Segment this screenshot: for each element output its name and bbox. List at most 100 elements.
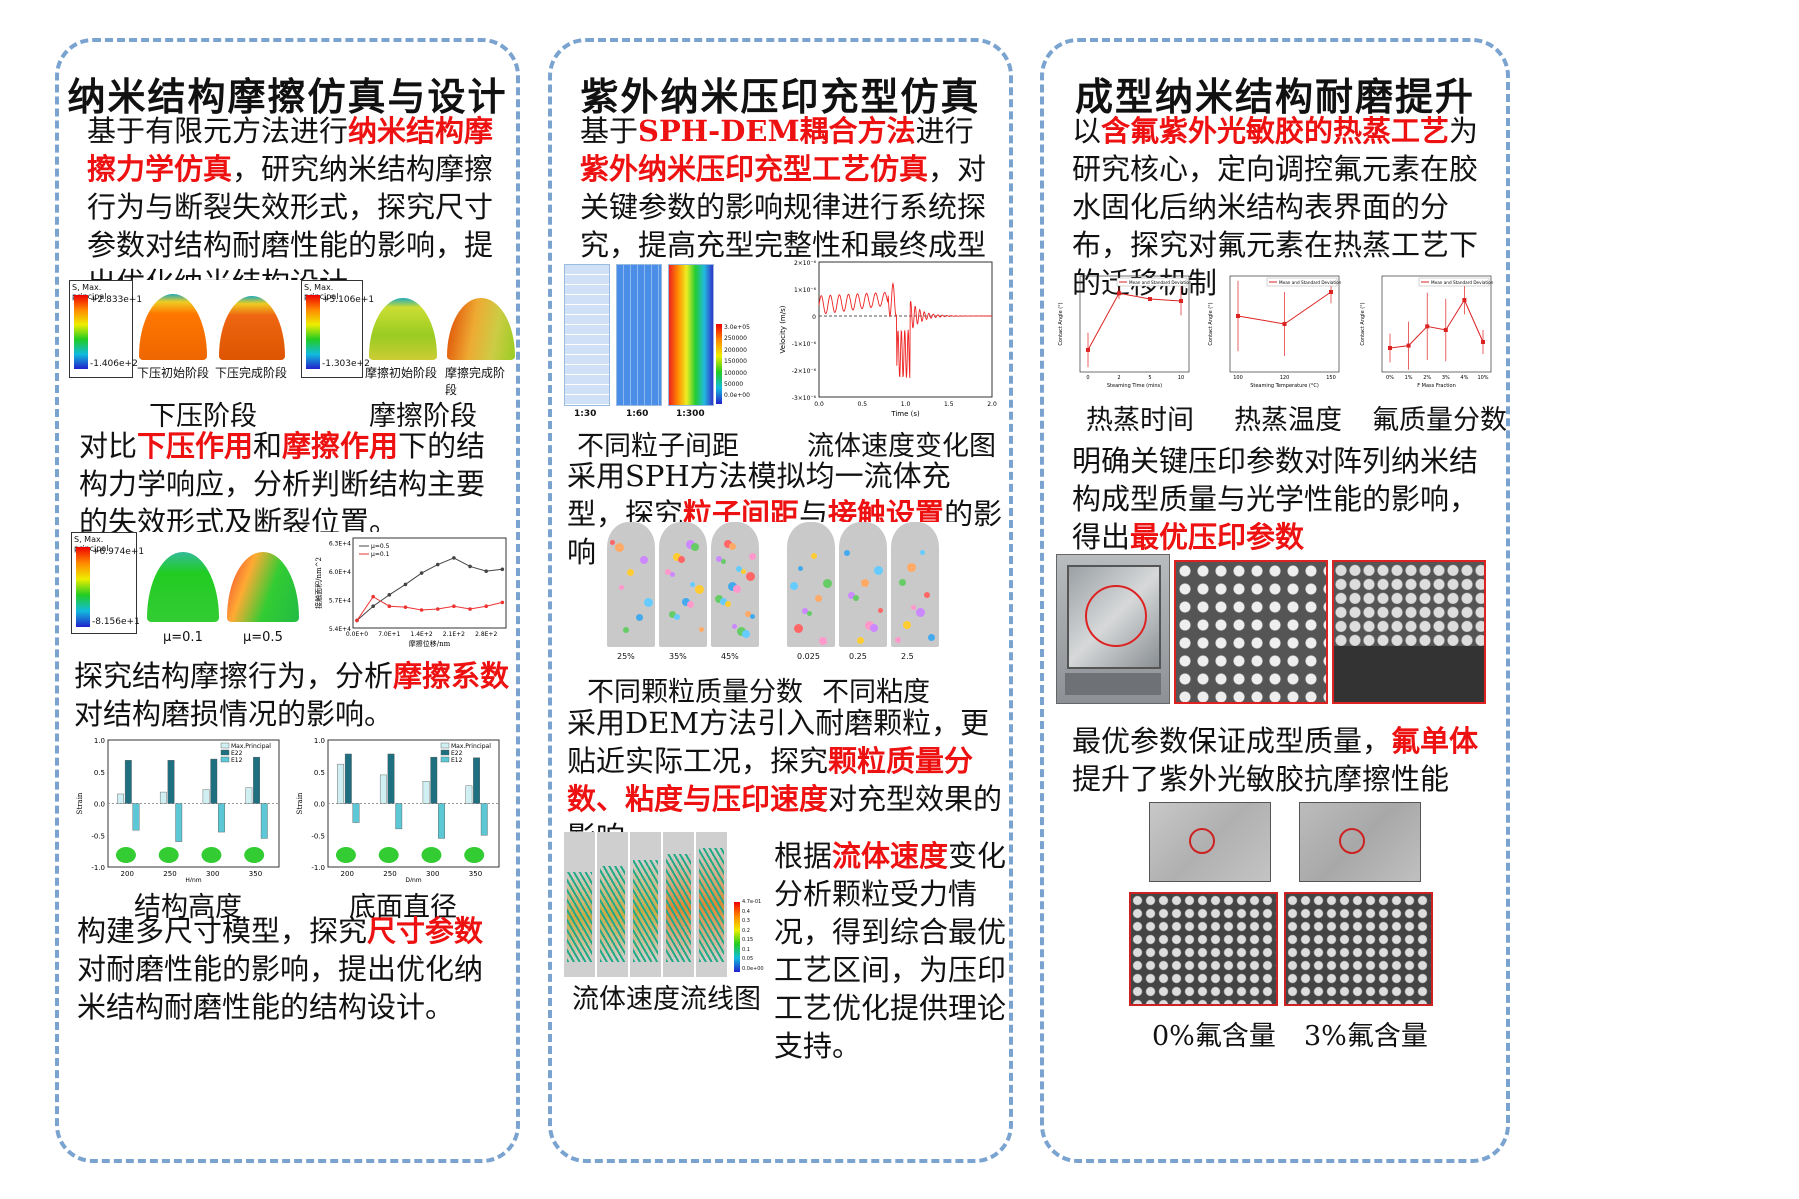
particle	[848, 592, 855, 599]
y-tick-label: 0	[812, 314, 816, 321]
particle	[729, 543, 736, 550]
strain-bar	[159, 791, 167, 804]
strain-bar	[422, 781, 430, 804]
data-point	[1462, 298, 1467, 302]
sem-topview	[1174, 560, 1328, 704]
data-point	[500, 567, 505, 572]
strain-bar	[465, 785, 473, 804]
panel-imprint-filling: 紫外纳米压印充型仿真 基于SPH-DEM耦合方法进行紫外纳米压印充型工艺仿真，对…	[548, 38, 1013, 1163]
x-tick-label: 0	[1086, 375, 1089, 381]
strain-bar	[395, 803, 403, 830]
sem-sideview	[1332, 560, 1486, 704]
data-point	[1406, 343, 1411, 348]
data-point	[1443, 328, 1448, 332]
dem-label: 45%	[721, 652, 739, 661]
y-tick-label: -3×10⁻⁶	[792, 395, 817, 402]
y-tick-label: 0.0	[314, 801, 325, 809]
plot-frame	[352, 537, 507, 629]
particle	[823, 579, 832, 588]
particle	[802, 608, 808, 614]
x-tick-label: 1.4E+2	[411, 631, 433, 638]
caption-steaming-time: 热蒸时间	[1086, 405, 1194, 436]
x-axis-label: F Mass Fraction	[1417, 383, 1456, 389]
series-line	[356, 596, 503, 621]
x-tick-label: 2.0	[987, 401, 997, 408]
model-thumbnail	[421, 847, 442, 863]
panel1-paragraph-1: 基于有限元方法进行纳米结构摩擦力学仿真，研究纳米结构摩擦行为与断裂失效形式，探究…	[87, 114, 494, 300]
x-tick-label: 3%	[1442, 375, 1450, 381]
particle	[636, 614, 643, 621]
particle	[691, 543, 699, 551]
x-tick-label: 5	[1148, 375, 1151, 381]
caption-3-percent: 3%氟含量	[1304, 1021, 1428, 1052]
x-axis-label: D/nm	[405, 877, 421, 882]
particle	[742, 630, 750, 638]
x-axis-label: Steaming Temperature (°C)	[1250, 383, 1319, 389]
particle	[678, 556, 685, 563]
x-tick-label: 7.0E+1	[378, 631, 400, 638]
panel-wear-resistance: 成型纳米结构耐磨提升 以含氟紫外光敏胶的热蒸工艺为研究核心，定向调控氟元素在胶水…	[1040, 38, 1510, 1163]
x-tick-label: 150	[1326, 375, 1336, 381]
panel-title: 纳米结构摩擦仿真与设计	[67, 75, 508, 119]
particle	[640, 556, 648, 564]
particle	[686, 540, 695, 549]
model-thumbnail	[378, 847, 399, 863]
caption-base-diameter: 底面直径	[349, 892, 457, 923]
wear-sem-figure	[1129, 802, 1449, 1012]
particle	[610, 540, 615, 545]
particle	[695, 585, 704, 594]
dem-label: 2.5	[901, 652, 914, 661]
particle	[673, 553, 681, 561]
legend-swatch	[440, 756, 450, 763]
model-thumbnail	[201, 847, 222, 863]
x-tick-label: 300	[206, 870, 219, 878]
colorbar-tick: 0.3	[742, 918, 750, 924]
legend-swatch	[440, 742, 450, 749]
strain-bar	[218, 803, 225, 833]
particle	[623, 627, 629, 633]
strain-bar	[438, 803, 445, 839]
legend-label: μ=0.5	[371, 543, 390, 550]
zoom-circle	[1339, 828, 1365, 854]
streamline-column	[597, 832, 628, 977]
series-line	[356, 557, 503, 621]
particle	[716, 556, 722, 562]
y-tick-label: -1.0	[91, 864, 105, 872]
particle	[903, 621, 911, 629]
data-point	[1086, 347, 1090, 352]
legend-swatch	[220, 756, 230, 763]
x-tick-label: 0%	[1386, 375, 1394, 381]
particle	[669, 611, 676, 618]
colorbar-tick: 4.7e-01	[742, 899, 762, 905]
legend-label: E22	[451, 750, 463, 757]
x-tick-label: 10	[1178, 375, 1184, 381]
spacing-1-300	[668, 264, 714, 406]
streamline-field	[600, 866, 625, 962]
x-tick-label: 0.0	[814, 401, 824, 408]
legend-label: μ=0.1	[371, 551, 390, 558]
particle	[736, 566, 742, 572]
data-point	[1179, 298, 1183, 303]
caption-particle-spacing: 不同粒子间距	[577, 431, 739, 462]
panel-title: 成型纳米结构耐磨提升	[1074, 75, 1475, 119]
particle	[790, 582, 798, 590]
strain-bar	[260, 803, 268, 839]
equipment-sem-figure	[1056, 554, 1496, 704]
y-tick-label: -2×10⁻⁶	[792, 368, 817, 375]
particle	[874, 566, 883, 575]
data-point	[1481, 340, 1485, 344]
x-tick-label: 300	[426, 870, 439, 878]
press-complete-model	[219, 296, 285, 360]
caption-press-stage: 下压阶段	[149, 401, 257, 432]
particle	[750, 614, 755, 619]
colorbar-tick: 3.0e+05	[724, 324, 750, 331]
particle	[924, 592, 930, 598]
particle	[844, 550, 850, 556]
pressure-colorbar	[716, 324, 722, 404]
caption-steaming-temperature: 热蒸温度	[1234, 405, 1342, 436]
press-initial-model	[139, 294, 207, 360]
particle	[907, 563, 916, 572]
particle	[819, 637, 827, 645]
data-point	[468, 564, 472, 569]
